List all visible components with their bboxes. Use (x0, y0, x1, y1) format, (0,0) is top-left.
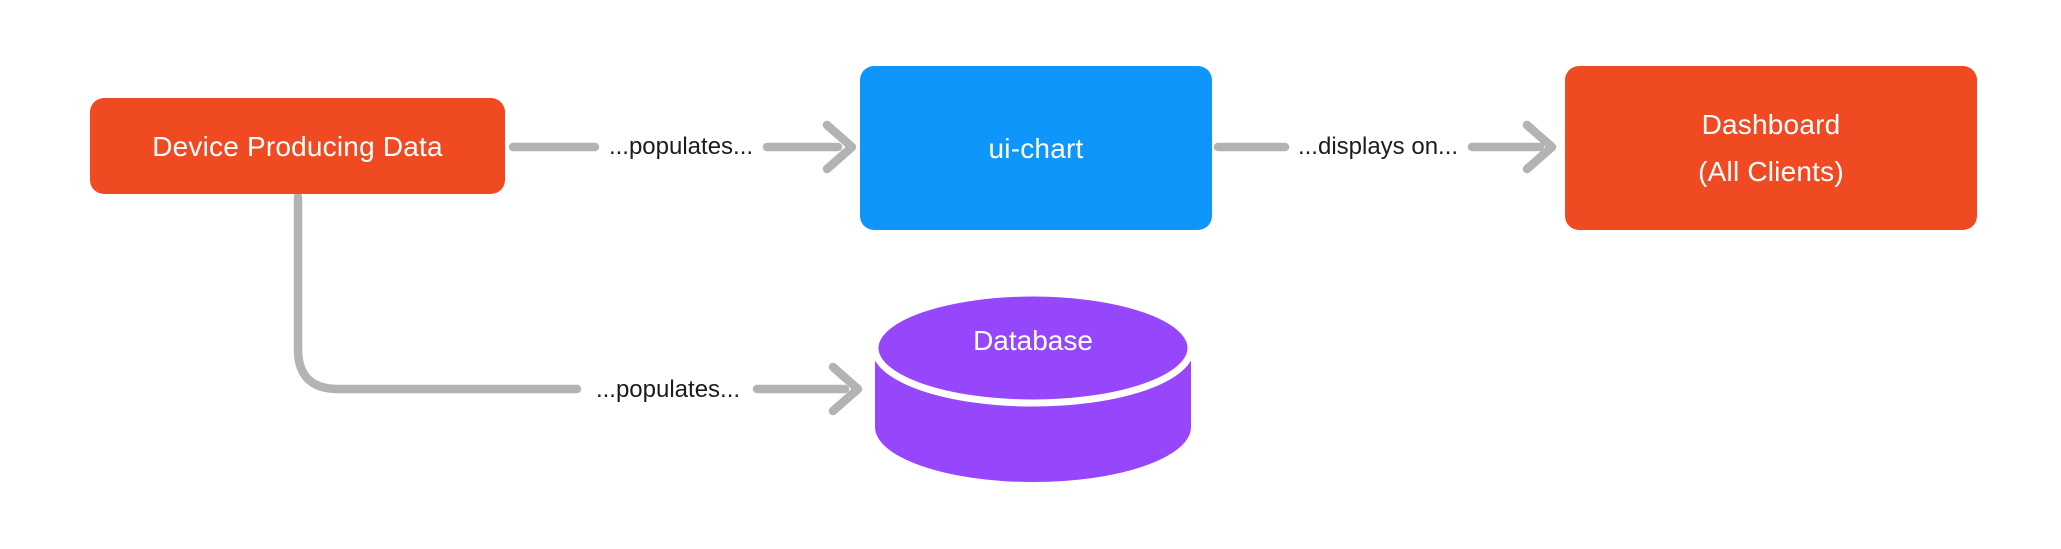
node-label: ui-chart (988, 132, 1084, 164)
node-database (871, 289, 1195, 482)
edge-device-to-database (293, 192, 863, 416)
node-label-line2: (All Clients) (1698, 156, 1844, 187)
edge-device-to-uichart (508, 120, 857, 174)
arrowhead-icon (1522, 120, 1557, 174)
node-dashboard: Dashboard (All Clients) (1565, 66, 1977, 230)
node-label: Device Producing Data (152, 130, 443, 162)
edge-label-populates-top: ...populates... (608, 133, 754, 160)
edge-label-populates-bottom: ...populates... (595, 376, 741, 403)
cylinder-top-ellipse (871, 289, 1195, 407)
node-ui-chart: ui-chart (860, 66, 1212, 230)
node-device-producing-data: Device Producing Data (90, 98, 505, 194)
node-label-line1: Dashboard (1701, 109, 1841, 140)
edge-uichart-to-dashboard (1213, 120, 1557, 174)
arrowhead-icon (822, 120, 857, 174)
edge-elbow-line (293, 192, 582, 394)
database-label: Database (973, 325, 1093, 356)
arrowhead-icon (828, 362, 863, 416)
edge-label-displays-on: ...displays on... (1297, 133, 1459, 160)
